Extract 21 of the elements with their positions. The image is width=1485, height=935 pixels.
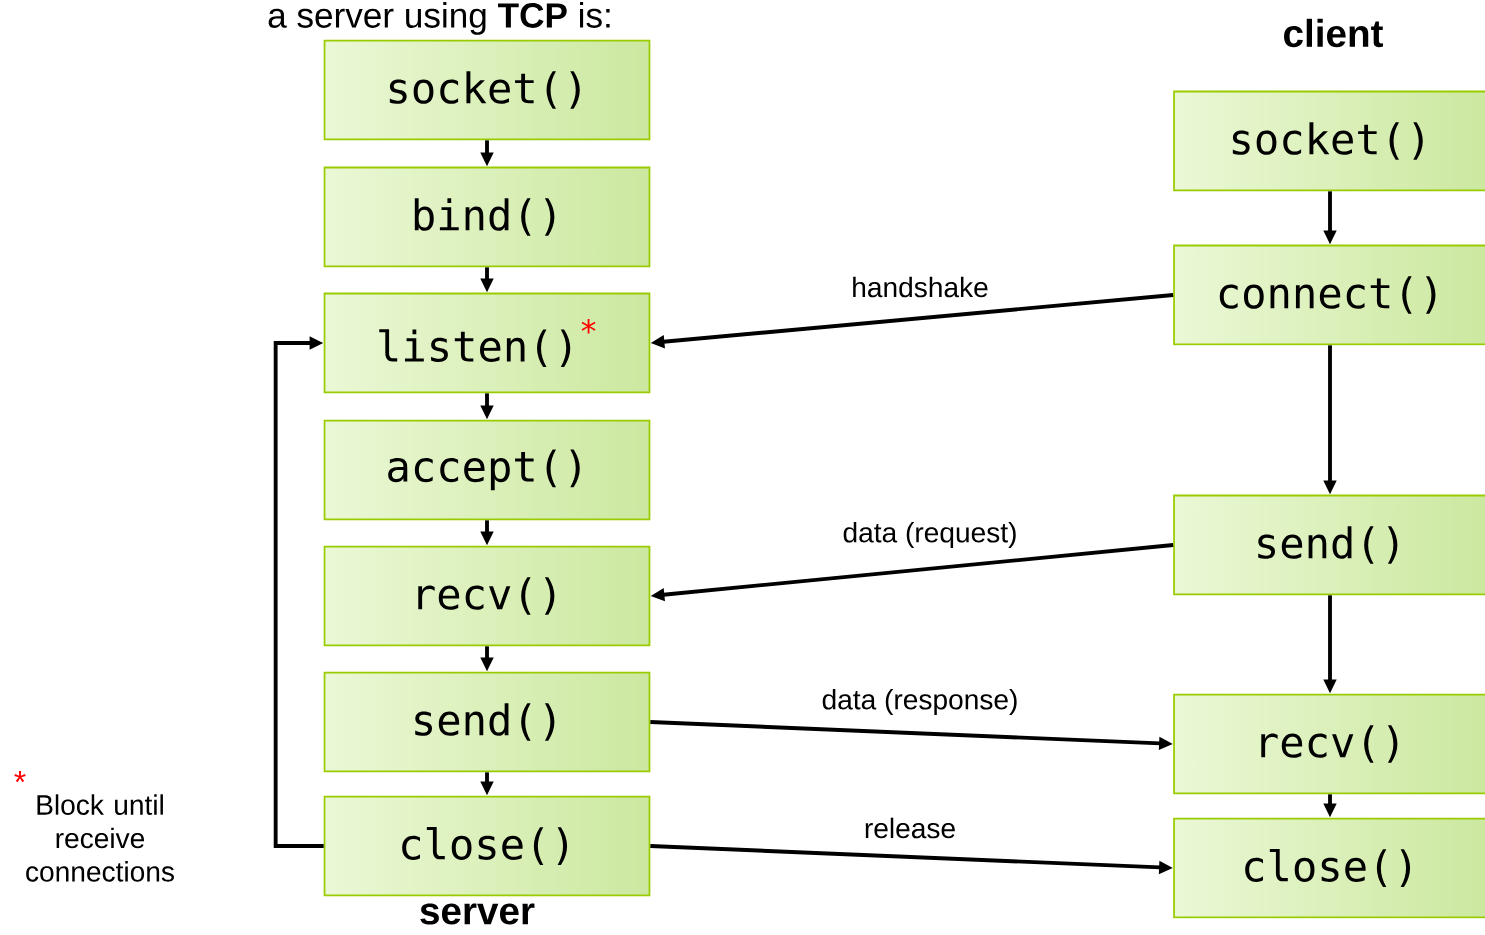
column-heading: client — [1284, 18, 1383, 48]
function-box: socket() — [323, 39, 651, 141]
function-box: recv() — [323, 545, 651, 647]
edge-label: handshake — [849, 274, 991, 300]
edge-label: data (response) — [819, 687, 1021, 717]
function-box: recv() — [1173, 693, 1485, 795]
function-box: bind() — [323, 166, 651, 268]
function-box: close() — [1173, 817, 1485, 919]
diagram-title: a server using TCP is: — [268, 2, 610, 35]
arrow — [273, 336, 324, 848]
function-box: close() — [323, 795, 651, 897]
function-box: accept() — [323, 419, 651, 521]
function-box: socket() — [1173, 90, 1485, 192]
function-box: send() — [1173, 494, 1485, 596]
function-box: connect() — [1173, 244, 1485, 346]
asterisk: * — [14, 771, 26, 783]
function-box: listen() * — [323, 292, 651, 394]
footnote-text: Block until receive connections — [26, 794, 174, 882]
function-box: send() — [323, 671, 651, 773]
edge-label: data (request) — [840, 520, 1020, 550]
edge-label: release — [862, 815, 958, 841]
